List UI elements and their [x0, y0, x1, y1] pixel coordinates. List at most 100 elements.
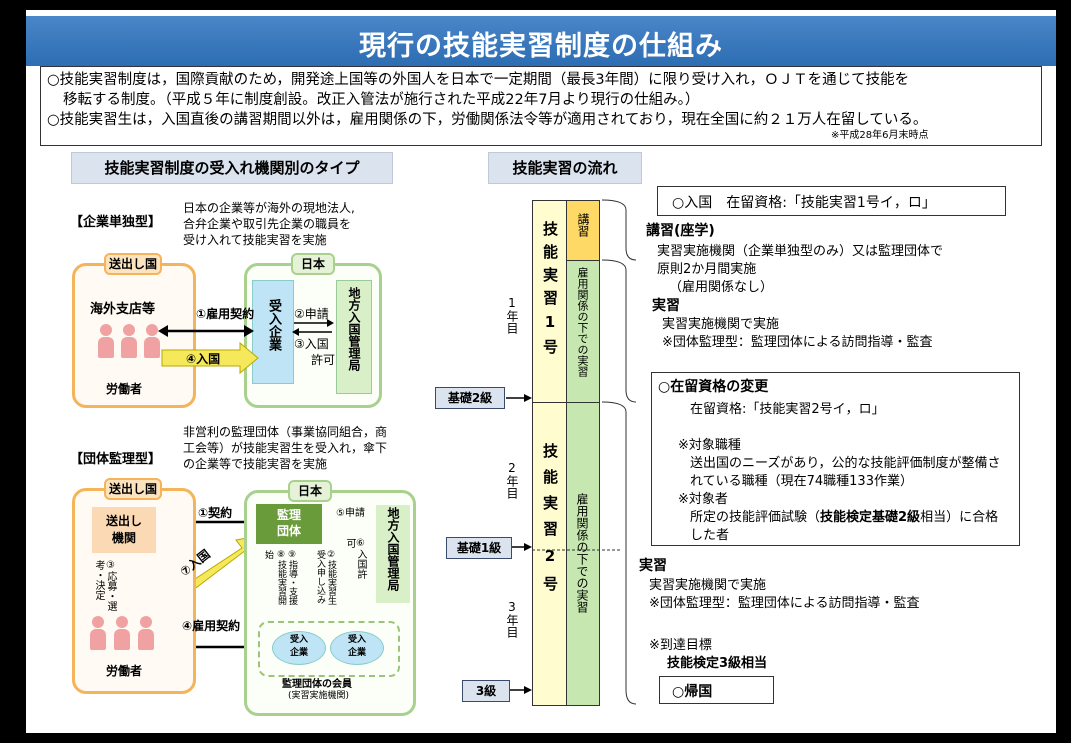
practice-title: 実習: [652, 298, 680, 314]
type2-desc-3: の企業等で技能実習を実施: [183, 457, 328, 471]
goal-line-1: 技能検定3級相当: [667, 656, 768, 671]
emp-1-label: 雇用関係の下での実習: [576, 267, 589, 377]
year-3: 3年目: [505, 600, 519, 638]
practice2-line-2: ※団体監理型：監理団体による訪問指導・監査: [649, 596, 920, 611]
right-header: 技能実習の流れ: [488, 152, 642, 184]
year-2: 2年目: [505, 461, 519, 499]
type1-japan-tag: 日本: [291, 253, 335, 275]
type2-label: 【団体監理型】: [70, 452, 162, 467]
level-3: 3級: [462, 680, 510, 702]
type2-recruit: ③応募・選考・決定: [93, 560, 116, 611]
job-title: ※対象職種: [678, 438, 741, 453]
target-title: ※対象者: [678, 492, 728, 507]
job-line-2: れている職種（現在74職種133作業）: [690, 474, 913, 489]
type1-desc-1: 日本の企業等が海外の現地法人,: [183, 201, 355, 215]
entry-box: ○入国 在留資格:「技能実習1号イ，ロ」: [657, 186, 1006, 216]
type2-desc-2: 工会等）が技能実習生を受入れ，傘下: [183, 441, 388, 455]
type2-company-b: 受入企業: [347, 635, 366, 658]
lecture-box: 講習: [566, 200, 600, 262]
return-text: ○帰国: [672, 684, 713, 700]
type2-bureau-box: 地方入国管理局: [376, 505, 410, 603]
type2-bureau: 地方入国管理局: [386, 507, 400, 591]
type1-entry: ④入国: [186, 352, 221, 366]
type1-label: 【企業単独型】: [70, 215, 162, 230]
type2-company-a: 受入企業: [289, 635, 308, 658]
goal-title: ※到達目標: [649, 638, 712, 653]
worker-icon: [98, 324, 114, 358]
worker-icon: [121, 324, 137, 358]
right-arrows: [506, 199, 637, 705]
lecture-line-1: 実習実施機関（企業単独型のみ）又は監理団体で: [657, 244, 944, 259]
change-title: ○在留資格の変更: [658, 379, 769, 395]
lecture-line-2: 原則2か月間実施: [657, 262, 757, 277]
type2-members-2: (実習実施機関): [288, 691, 350, 701]
type1-permit-1: ③入国: [294, 337, 329, 351]
type2-members-1: 監理団体の会員: [282, 679, 352, 690]
type2-sender-box: 送出し機関: [92, 507, 156, 553]
type2-permit: ⑥入国許可: [344, 538, 366, 579]
target-level: 技能検定基礎2級: [820, 510, 921, 525]
type2-employ: ④雇用契約: [182, 619, 241, 633]
emp-2-box: 雇用関係の下での実習: [566, 402, 600, 706]
intro-line-2: 移転する制度。（平成５年に制度創設。改正入管法が施行された平成22年7月より現行…: [63, 92, 700, 108]
intro-line-1: ○技能実習制度は，国際貢献のため，開発途上国等の外国人を日本で一定期間（最長3年…: [47, 72, 910, 88]
year-1: 1年目: [505, 296, 519, 334]
target-line-1: 所定の技能評価試験（技能検定基礎2級相当）に合格: [690, 506, 998, 525]
left-header: 技能実習制度の受入れ機関別のタイプ: [71, 152, 393, 184]
slide: 現行の技能実習制度の仕組み ○技能実習制度は，国際貢献のため，開発途上国等の外国…: [26, 10, 1056, 733]
type2-japan-tag: 日本: [288, 480, 332, 502]
type1-contract: ①雇用契約: [196, 307, 255, 321]
worker-icon: [90, 616, 106, 650]
level-basic1: 基礎1級: [446, 537, 512, 559]
type1-branch: 海外支店等: [90, 302, 156, 317]
title-bar: 現行の技能実習制度の仕組み: [26, 16, 1056, 66]
page-title: 現行の技能実習制度の仕組み: [359, 31, 723, 62]
worker-icon: [144, 324, 160, 358]
level-basic2: 基礎2級: [435, 387, 505, 409]
type2-origin-tag: 送出し国: [104, 478, 162, 500]
type1-desc-2: 合弁企業や取引先企業の職員を: [183, 217, 352, 231]
type2-org: 監理団体: [276, 508, 301, 538]
lecture-label: 講習: [576, 213, 590, 237]
type1-apply: ②申請: [294, 307, 329, 321]
entry-text: ○入国 在留資格:「技能実習1号イ，ロ」: [672, 195, 936, 211]
type2-start: ⑧技能実習開始: [263, 550, 286, 605]
worker-icon: [138, 616, 154, 650]
type2-guide: ⑨指導・支援: [287, 550, 297, 605]
type2-members-box: [258, 621, 400, 677]
return-box: ○帰国: [659, 676, 774, 704]
type1-bureau-box: 地方入国管理局: [336, 280, 372, 394]
worker-icon: [114, 616, 130, 650]
type2-desc-1: 非営利の監理団体（事業協同組合，商: [183, 425, 388, 439]
col-2-label: 技能実習2号: [541, 443, 559, 602]
practice-line-1: 実習実施機関で実施: [662, 317, 780, 332]
intro-line-3: ○技能実習生は，入国直後の講習期間以外は，雇用関係の下，労働関係法令等が適用され…: [47, 112, 928, 128]
lecture-title: 講習(座学): [646, 223, 715, 239]
emp-1-box: 雇用関係の下での実習: [566, 260, 600, 404]
emp-2-label: 雇用関係の下での実習: [575, 493, 589, 613]
type2-app: ②技能実習生受入申し込み: [315, 550, 336, 605]
target-line-1a: 所定の技能評価試験（: [690, 510, 821, 525]
type2-org-box: 監理団体: [256, 504, 322, 544]
type2-workers: 労働者: [106, 664, 143, 678]
intro-box: ○技能実習制度は，国際貢献のため，開発途上国等の外国人を日本で一定期間（最長3年…: [40, 66, 1042, 146]
change-box: ○在留資格の変更 在留資格:「技能実習2号イ，ロ」 ※対象職種 送出国のニーズが…: [651, 372, 1020, 546]
target-line-1c: 相当）に合格: [920, 510, 999, 525]
lecture-line-3: （雇用関係なし）: [669, 280, 774, 295]
change-line-1: 在留資格:「技能実習2号イ，ロ」: [690, 402, 885, 417]
practice2-line-1: 実習実施機関で実施: [649, 578, 767, 593]
type2-sender: 送出し機関: [106, 514, 143, 545]
type2-company-a-box: 受入企業: [272, 631, 326, 665]
type2-apply: ⑤申請: [336, 508, 365, 519]
type2-contract: ①契約: [198, 506, 233, 520]
type1-workers: 労働者: [106, 382, 143, 396]
type1-origin-tag: 送出し国: [104, 253, 162, 275]
type1-desc-3: 受け入れて技能実習を実施: [183, 233, 327, 247]
practice2-title: 実習: [639, 558, 667, 574]
type2-company-b-box: 受入企業: [330, 631, 384, 665]
type1-company: 受入企業: [266, 299, 281, 351]
type1-origin-box: [72, 263, 196, 408]
intro-note: ※平成28年6月末時点: [831, 130, 929, 141]
type1-bureau: 地方入国管理局: [347, 287, 361, 371]
practice-line-2: ※団体監理型：監理団体による訪問指導・監査: [662, 335, 933, 350]
